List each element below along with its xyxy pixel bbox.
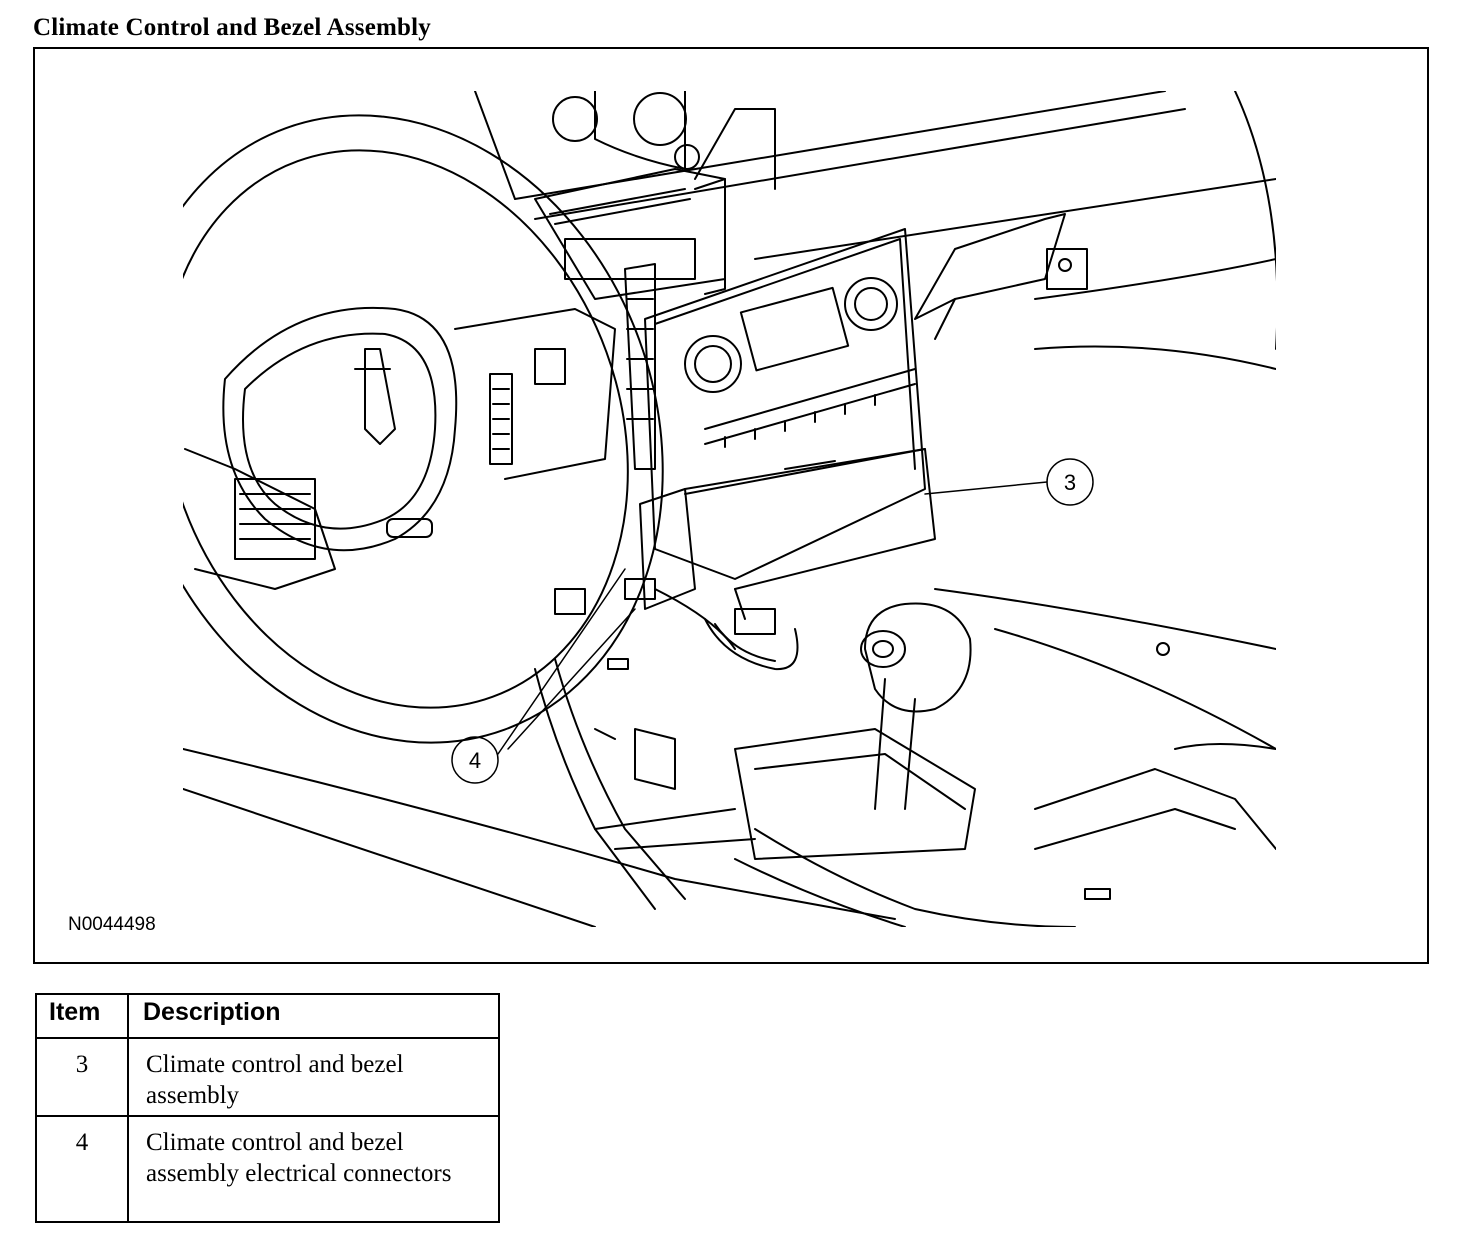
legend-header-row: Item Description: [35, 993, 500, 1039]
center-stack-upper: [474, 91, 776, 300]
dashboard-panel: [183, 91, 1276, 927]
page-title: Climate Control and Bezel Assembly: [33, 14, 431, 41]
illustration-frame: 3 4 N0044498: [33, 47, 1429, 964]
header-item: Item: [35, 993, 129, 1039]
figure-code: N0044498: [68, 914, 156, 935]
item-number: 3: [35, 1037, 129, 1117]
steering-wheel: [183, 114, 664, 744]
callout-3-label: 3: [1064, 470, 1076, 495]
dashboard-line-drawing: 3 4: [183, 91, 1276, 927]
callout-leaders: [497, 481, 1048, 755]
callout-circles: [451, 458, 1094, 784]
table-row: 4 Climate control and bezel assembly ele…: [35, 1115, 500, 1223]
item-description: Climate control and bezel assembly elect…: [127, 1115, 500, 1223]
center-console-shifter: [534, 602, 1276, 927]
legend-table: Item Description 3 Climate control and b…: [35, 993, 500, 1223]
electrical-connectors: [554, 578, 799, 671]
item-number: 4: [35, 1115, 129, 1223]
callout-4-label: 4: [469, 748, 481, 773]
item-description: Climate control and bezel assembly: [127, 1037, 500, 1117]
table-row: 3 Climate control and bezel assembly: [35, 1037, 500, 1117]
header-description: Description: [127, 993, 500, 1039]
